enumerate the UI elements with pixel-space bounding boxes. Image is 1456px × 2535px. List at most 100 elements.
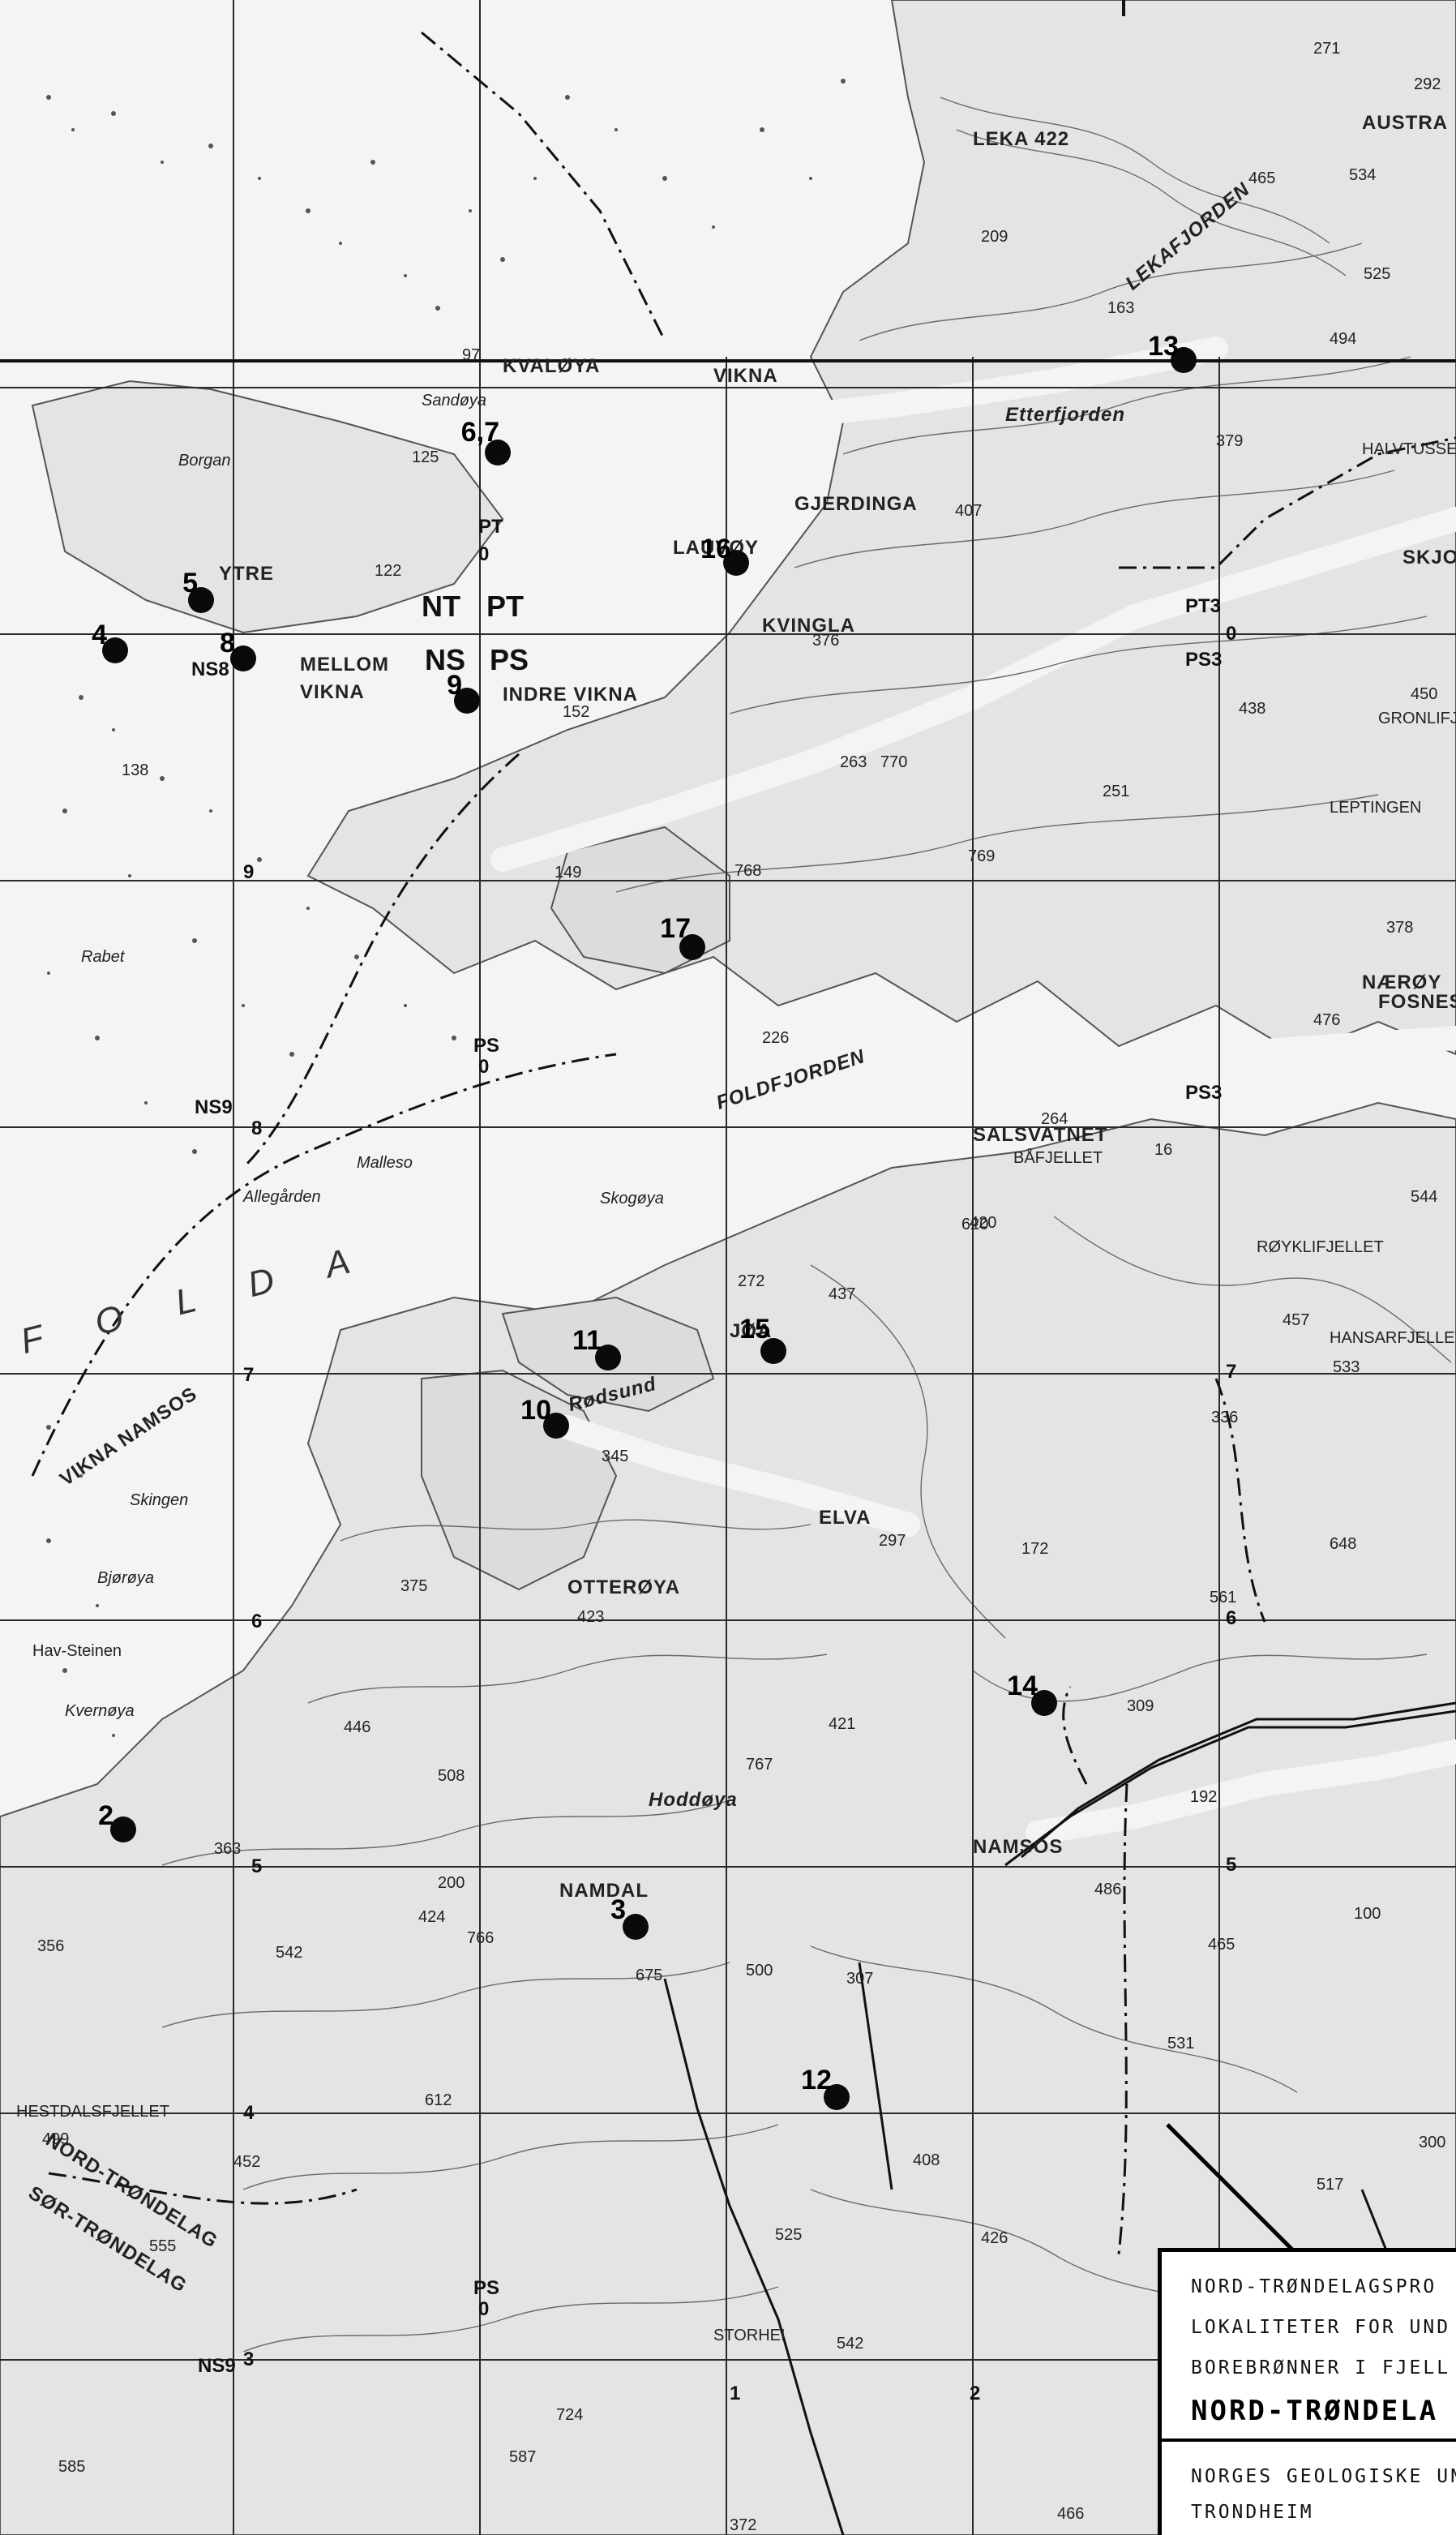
grid-ns9-b-label: NS9 xyxy=(198,2355,236,2377)
title-line-1: NORD-TRØNDELAGSPRO xyxy=(1191,2276,1437,2297)
elevation-label: 724 xyxy=(556,2406,584,2424)
title-separator xyxy=(1162,2438,1456,2442)
locality-13-marker[interactable] xyxy=(1171,347,1197,373)
locality-9-marker[interactable] xyxy=(454,688,480,714)
elevation-label: 494 xyxy=(1330,330,1357,348)
grid-nt-label: NT xyxy=(422,590,460,623)
elevation-label: 437 xyxy=(829,1285,856,1303)
elevation-label: 675 xyxy=(636,1967,663,1984)
hestdalsfjellet-label: HESTDALSFJELLET xyxy=(16,2103,169,2121)
locality-10-marker[interactable] xyxy=(543,1413,569,1439)
locality-3-marker[interactable] xyxy=(623,1914,649,1940)
elevation-label: 423 xyxy=(577,1608,605,1626)
grid-7-b-label: 7 xyxy=(1226,1361,1237,1383)
elevation-label: 499 xyxy=(42,2130,70,2148)
elevation-label: 407 xyxy=(955,502,983,520)
locality-12-marker[interactable] xyxy=(824,2084,850,2110)
locality-2-label: 2 xyxy=(98,1800,113,1831)
fosnes-label: FOSNES xyxy=(1378,991,1456,1013)
elevation-label: 271 xyxy=(1313,40,1341,58)
locality-8-label: 8 xyxy=(220,628,235,658)
grid-6-a-label: 6 xyxy=(251,1611,263,1632)
grid-pt3-label: PT3 xyxy=(1185,595,1222,617)
locality-14-marker[interactable] xyxy=(1031,1690,1057,1716)
locality-10-label: 10 xyxy=(520,1395,551,1426)
grid-6-b-label: 6 xyxy=(1226,1607,1237,1629)
publisher-line: NORGES GEOLOGISKE UN xyxy=(1191,2466,1456,2487)
elevation-label: 375 xyxy=(400,1577,428,1595)
locality-8-marker[interactable] xyxy=(230,646,256,671)
elevation-label: 163 xyxy=(1107,299,1135,317)
elevation-label: 292 xyxy=(1414,75,1441,93)
kvingla-label: KVINGLA xyxy=(762,615,855,637)
elevation-label: 378 xyxy=(1386,919,1414,937)
elevation-label: 226 xyxy=(762,1029,790,1047)
elevation-label: 426 xyxy=(981,2229,1008,2247)
elevation-label: 408 xyxy=(913,2151,940,2169)
elevation-label: 264 xyxy=(1041,1110,1068,1128)
elevation-label: 438 xyxy=(1239,700,1266,718)
locality-4-marker[interactable] xyxy=(102,637,128,663)
locality-6-7-marker[interactable] xyxy=(485,440,511,465)
elevation-label: 300 xyxy=(1419,2134,1446,2151)
bafjellet-label: BÅFJELLET xyxy=(1013,1149,1103,1167)
elevation-label: 766 xyxy=(467,1929,495,1947)
elevation-label: 336 xyxy=(1211,1409,1239,1426)
locality-2-marker[interactable] xyxy=(110,1817,136,1842)
elevation-label: 500 xyxy=(746,1962,773,1980)
elevation-label: 476 xyxy=(1313,1011,1341,1029)
locality-11-label: 11 xyxy=(572,1325,602,1356)
elevation-label: 517 xyxy=(1317,2176,1344,2194)
grid-0-c-label: 0 xyxy=(478,2298,490,2320)
skingen-label: Skingen xyxy=(130,1491,189,1509)
bjoroya-label: Bjørøya xyxy=(97,1569,154,1587)
sandoya-label: Sandøya xyxy=(422,392,487,410)
elevation-label: 465 xyxy=(1248,169,1276,187)
locality-15-marker[interactable] xyxy=(760,1338,786,1364)
elevation-label: 345 xyxy=(602,1448,629,1465)
mellom-vikna-label: VIKNA xyxy=(300,681,365,703)
allegarden-label: Allegården xyxy=(243,1188,321,1206)
austra-label: AUSTRA xyxy=(1362,112,1448,134)
elevation-label: 612 xyxy=(425,2091,452,2109)
gjerdinga-label: GJERDINGA xyxy=(794,493,918,515)
elevation-label: 152 xyxy=(563,703,590,721)
elevation-label: 376 xyxy=(812,632,840,650)
title-line-2: LOKALITETER FOR UND xyxy=(1191,2317,1451,2338)
grid-5-b-label: 5 xyxy=(1226,1854,1237,1876)
leka-label: LEKA 422 xyxy=(973,128,1070,150)
elevation-label: 263 xyxy=(840,753,867,771)
leptingen-label: LEPTINGEN xyxy=(1330,799,1422,817)
elevation-label: 16 xyxy=(1154,1141,1173,1159)
grid-ps3-a-label: PS3 xyxy=(1185,1082,1223,1104)
ytre-label: YTRE xyxy=(219,563,275,585)
skogoya-label: Skogøya xyxy=(600,1190,664,1207)
elevation-label: 457 xyxy=(1283,1311,1310,1329)
elevation-label: 356 xyxy=(37,1937,65,1955)
locality-16-marker[interactable] xyxy=(723,550,749,576)
elevation-label: 525 xyxy=(775,2226,803,2244)
halvtussen-label: HALVTUSSEN xyxy=(1362,440,1456,458)
elevation-label: 768 xyxy=(734,862,762,880)
elevation-label: 531 xyxy=(1167,2035,1195,2052)
locality-17-marker[interactable] xyxy=(679,934,705,960)
locality-12-label: 12 xyxy=(801,2065,832,2095)
locality-17-label: 17 xyxy=(660,913,691,944)
sheet-boundary xyxy=(0,0,1456,362)
elevation-label: 446 xyxy=(344,1718,371,1736)
locality-16-label: 16 xyxy=(700,534,731,564)
elevation-label: 172 xyxy=(1021,1540,1049,1558)
locality-9-label: 9 xyxy=(447,670,462,701)
locality-11-marker[interactable] xyxy=(595,1345,621,1370)
locality-14-label: 14 xyxy=(1007,1671,1038,1701)
elevation-label: 309 xyxy=(1127,1697,1154,1715)
elevation-label: 272 xyxy=(738,1272,765,1290)
map-title-block: NORD-TRØNDELAGSPRO LOKALITETER FOR UND B… xyxy=(1158,2248,1456,2535)
elevation-label: 533 xyxy=(1333,1358,1360,1376)
locality-5-marker[interactable] xyxy=(188,587,214,613)
mellom-label: MELLOM xyxy=(300,654,389,676)
namsos-label: NAMSOS xyxy=(973,1836,1064,1858)
grid-5-a-label: 5 xyxy=(251,1855,263,1877)
grid-ns-label: NS xyxy=(425,643,466,676)
elevation-label: 363 xyxy=(214,1840,242,1858)
